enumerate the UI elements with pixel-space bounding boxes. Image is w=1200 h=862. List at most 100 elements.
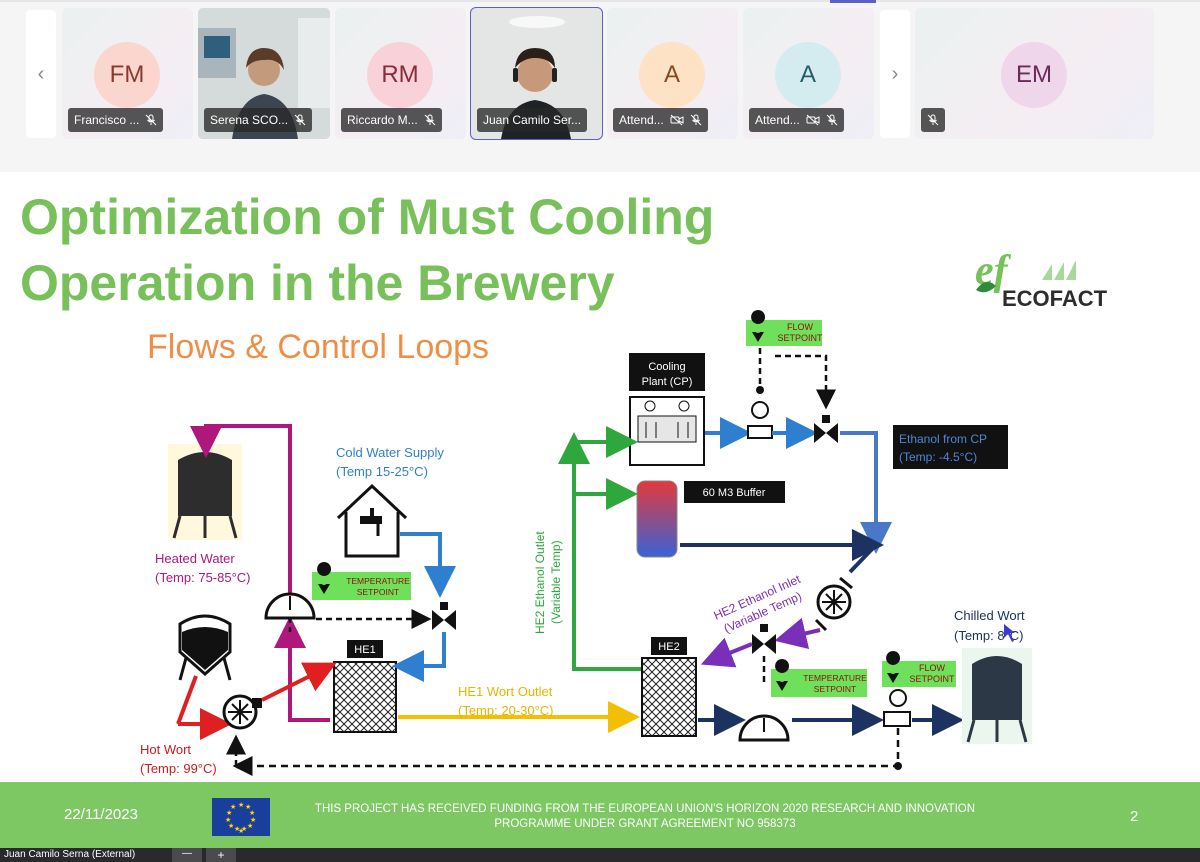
participant-name: Attend... [755, 113, 800, 127]
slide-subtitle: Flows & Control Loops [147, 328, 489, 366]
avatar: RM [367, 42, 433, 108]
participant-strip: ‹ FM Francisco ... Serena SCO... RM Ricc… [0, 0, 1200, 172]
active-view-indicator [830, 0, 876, 3]
funding-line: PROGRAMME UNDER GRANT AGREEMENT NO 95837… [494, 818, 796, 830]
control-signal-line [775, 354, 836, 410]
ecofact-logo: ef ECOFACT [975, 248, 1108, 311]
cold-water-label: (Temp 15-25°C) [336, 464, 428, 479]
mic-off-icon [690, 114, 702, 126]
chilled-wort-tank-icon [962, 648, 1032, 744]
mic-off-icon [927, 114, 939, 126]
logo-text: ECOFACT [1002, 286, 1108, 311]
he1-label: HE1 [354, 644, 375, 656]
hot-wort-label: Hot Wort [140, 742, 191, 757]
control-valve-icon [432, 602, 456, 630]
participant-name: Riccardo M... [347, 113, 418, 127]
he2-exchanger-icon [641, 657, 697, 737]
he1-label-box [347, 640, 383, 658]
ethanol-cp-label: Ethanol from CP [899, 432, 987, 446]
he2-outlet-flow [572, 426, 641, 671]
buffer-label-box [684, 481, 785, 503]
zoom-out-button[interactable]: — [172, 848, 202, 862]
avatar: EM [1001, 42, 1067, 108]
he2-label: HE2 [658, 641, 679, 653]
avatar-initials: FM [109, 61, 145, 88]
buffer-label: 60 M3 Buffer [703, 487, 766, 499]
mic-off-icon [424, 114, 436, 126]
chevron-right-icon: › [891, 62, 899, 85]
avatar-initials: EM [1016, 61, 1052, 88]
badge-label: SETPOINT [357, 587, 400, 597]
avatar: FM [94, 42, 160, 108]
heated-water-label: Heated Water [155, 551, 235, 566]
participant-name: Serena SCO... [210, 113, 289, 127]
participant-tile-active[interactable]: Juan Camilo Ser... [470, 7, 603, 140]
he2-inlet-flow [774, 617, 821, 649]
temperature-setpoint-badge: TEMPERATURE SETPOINT [771, 659, 867, 697]
cursor-icon [1004, 624, 1015, 642]
cold-water-label: Cold Water Supply [336, 445, 444, 460]
temperature-setpoint-badge: TEMPERATURE SETPOINT [312, 562, 411, 600]
cold-water-flow [392, 632, 446, 682]
buffer-tank-icon [636, 480, 678, 558]
next-participants-button[interactable]: › [880, 10, 910, 138]
participant-name-tag: Riccardo M... [341, 108, 442, 132]
participant-tile[interactable]: EM [915, 8, 1154, 139]
temperature-sensor-icon [738, 714, 790, 742]
presenter-label: Juan Camilo Serna (External) [4, 849, 136, 860]
avatar-initials: RM [381, 61, 419, 88]
badge-label: FLOW [787, 322, 814, 332]
cooling-plant-label-box [629, 353, 705, 391]
video-off-icon [670, 114, 684, 126]
badge-label: SETPOINT [777, 333, 823, 343]
mic-off-icon [145, 114, 157, 126]
he2-inlet-flow [700, 637, 753, 668]
avatar: A [775, 42, 841, 108]
eu-flag-icon: ★★★★★★★★★★★★ [212, 798, 270, 836]
hot-wort-flow [176, 675, 198, 725]
prev-participants-button[interactable]: ‹ [26, 10, 56, 138]
badge-label: SETPOINT [814, 684, 857, 694]
presenter-bar: Juan Camilo Serna (External) — + [0, 848, 1200, 862]
participant-name-tag [921, 108, 945, 132]
participant-name-tag: Attend... [749, 108, 844, 132]
hot-wort-flow [261, 662, 337, 702]
ethanol-flow-arrow [840, 431, 892, 554]
hot-wort-kettle-icon [178, 614, 232, 681]
he1-exchanger-icon [333, 661, 397, 733]
zoom-in-button[interactable]: + [206, 848, 236, 862]
heated-water-tank-icon [168, 444, 242, 540]
flow-setpoint-badge: FLOW SETPOINT [882, 651, 956, 687]
participant-tile[interactable]: A Attend... [607, 8, 738, 139]
cooling-plant-label: Cooling [648, 361, 685, 373]
label-text: (Variable Temp) [549, 540, 563, 624]
participant-tile[interactable]: Serena SCO... [198, 8, 330, 139]
temperature-sensor-icon [264, 592, 316, 620]
participant-tile[interactable]: RM Riccardo M... [335, 8, 466, 139]
label-text: HE2 Ethanol Outlet [533, 531, 547, 634]
participant-name-tag: Serena SCO... [204, 108, 313, 132]
ethanol-flow [848, 545, 876, 574]
avatar: A [639, 42, 705, 108]
heated-water-label: (Temp: 75-85°C) [155, 570, 251, 585]
participant-name: Attend... [619, 113, 664, 127]
top-divider [0, 0, 1200, 2]
hot-wort-label: (Temp: 99°C) [140, 761, 217, 776]
flow-setpoint-badge: FLOW SETPOINT [746, 310, 823, 346]
control-valve-icon [814, 415, 838, 443]
wort-pump-icon [222, 694, 262, 730]
video-off-icon [806, 114, 820, 126]
house-faucet-icon [336, 483, 408, 558]
participant-tile[interactable]: A Attend... [743, 8, 874, 139]
badge-label: TEMPERATURE [803, 673, 867, 683]
ethanol-cp-label-box [893, 425, 1008, 469]
badge-label: SETPOINT [909, 674, 955, 684]
he1-wort-label: HE1 Wort Outlet [458, 684, 553, 699]
mic-off-icon [294, 114, 306, 126]
participant-name: Juan Camilo Ser... [483, 113, 582, 127]
participant-tile[interactable]: FM Francisco ... [62, 8, 193, 139]
badge-label: FLOW [919, 663, 946, 673]
control-signal-line [232, 728, 900, 776]
avatar-initials: A [663, 61, 680, 88]
he2-outlet-label: HE2 Ethanol Outlet (Variable Temp) [533, 531, 563, 634]
